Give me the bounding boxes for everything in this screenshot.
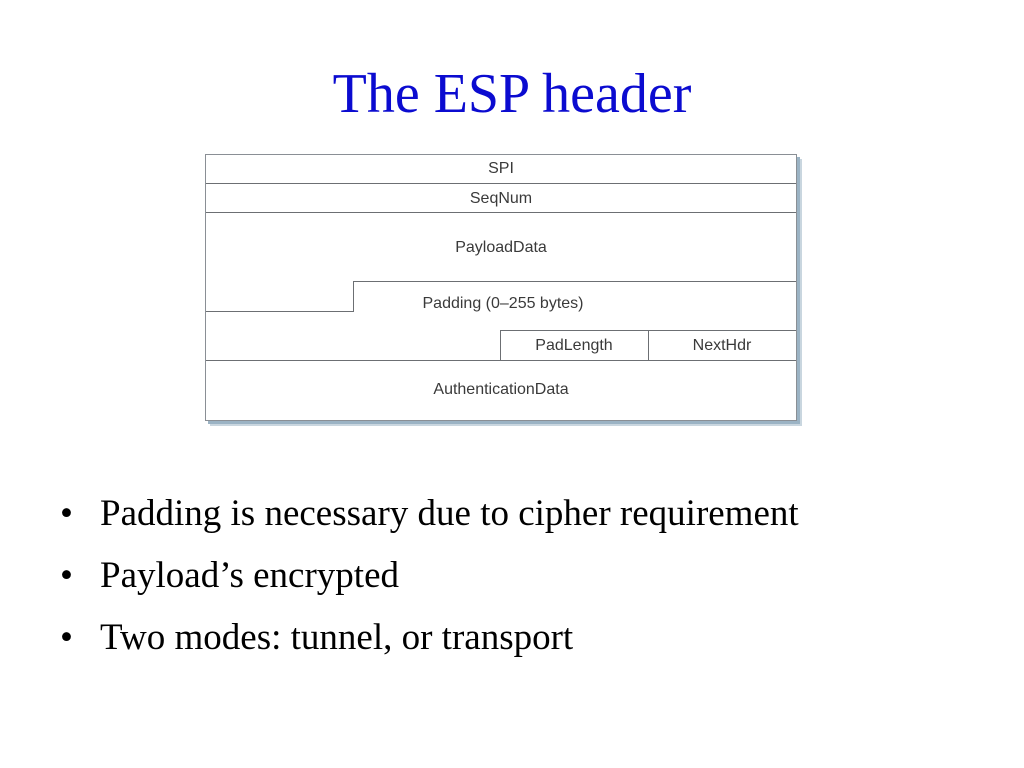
padlength-left-line: [500, 330, 501, 360]
bullet-marker: •: [60, 555, 73, 596]
seqnum-bottom-line: [206, 212, 796, 213]
padlength-nexthdr-divider: [648, 330, 649, 360]
bullet-marker: •: [60, 493, 73, 534]
bullet-item: • Padding is necessary due to cipher requ…: [60, 488, 799, 550]
payload-bottom-left-line: [206, 311, 354, 312]
bullet-item: • Payload’s encrypted: [60, 550, 799, 612]
spi-bottom-line: [206, 183, 796, 184]
padding-bottom-line: [206, 360, 796, 361]
bullet-text: Padding is necessary due to cipher requi…: [100, 493, 799, 534]
authentication-data-label: AuthenticationData: [433, 381, 569, 398]
slide-title: The ESP header: [332, 63, 692, 125]
bullet-marker: •: [60, 617, 73, 658]
bullet-list: • Padding is necessary due to cipher requ…: [60, 488, 799, 674]
seqnum-label: SeqNum: [469, 190, 533, 207]
bullet-text: Payload’s encrypted: [100, 555, 399, 596]
payload-data-label: PayloadData: [455, 239, 547, 256]
padlength-label: PadLength: [535, 337, 613, 354]
esp-header-diagram: SPI SeqNum PayloadData Padding (0–255 by…: [205, 154, 797, 421]
payload-step-line: [353, 281, 796, 282]
bullet-text: Two modes: tunnel, or transport: [100, 617, 574, 658]
payload-step-vertical: [353, 281, 354, 311]
nexthdr-label: NextHdr: [692, 337, 752, 354]
bullet-item: • Two modes: tunnel, or transport: [60, 612, 799, 674]
padding-label: Padding (0–255 bytes): [422, 295, 584, 312]
spi-label: SPI: [488, 160, 514, 177]
